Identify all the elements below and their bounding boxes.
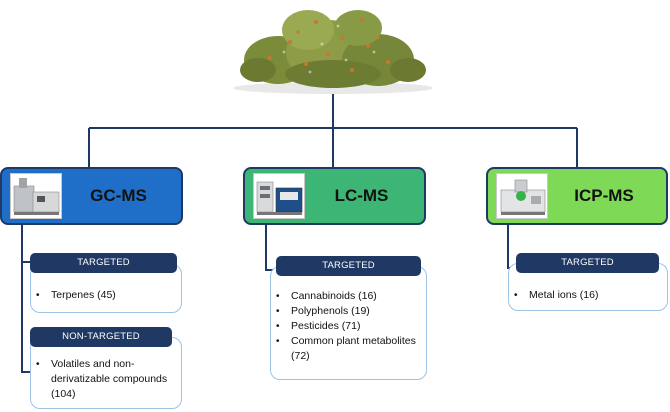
connector-gc-nontargeted bbox=[21, 262, 30, 373]
list-item: Volatiles and non-derivatizable compound… bbox=[31, 357, 173, 402]
lc-ms-title: LC-MS bbox=[334, 186, 389, 205]
icp-ms-header: ICP-MS bbox=[486, 167, 668, 225]
cannabis-buds-icon bbox=[218, 2, 448, 94]
gc-ms-instrument-icon bbox=[10, 173, 62, 219]
list-item: Cannabinoids (16) bbox=[271, 289, 420, 304]
list-item: Polyphenols (19) bbox=[271, 304, 420, 319]
connector-icp-targeted bbox=[507, 224, 516, 269]
connector-gc-targeted bbox=[21, 224, 30, 263]
gc-ms-nontargeted-card: Volatiles and non-derivatizable compound… bbox=[30, 337, 182, 409]
gc-ms-targeted-pill: TARGETED bbox=[30, 253, 177, 273]
list-item: Pesticides (71) bbox=[271, 319, 420, 334]
gc-ms-title: GC-MS bbox=[90, 186, 147, 205]
lc-ms-header: LC-MS bbox=[243, 167, 426, 225]
icp-ms-instrument-icon bbox=[496, 173, 548, 219]
list-item: Terpenes (45) bbox=[31, 288, 181, 303]
icp-ms-targeted-pill: TARGETED bbox=[516, 253, 659, 273]
list-item: Metal ions (16) bbox=[509, 288, 667, 303]
list-item: Common plant metabolites (72) bbox=[271, 334, 420, 364]
lc-ms-targeted-pill: TARGETED bbox=[276, 256, 421, 276]
connector-lc-targeted bbox=[265, 224, 276, 271]
lc-ms-targeted-card: Cannabinoids (16) Polyphenols (19) Pesti… bbox=[270, 266, 427, 380]
gc-ms-header: GC-MS bbox=[0, 167, 183, 225]
lc-ms-instrument-icon bbox=[253, 173, 305, 219]
icp-ms-title: ICP-MS bbox=[574, 186, 634, 205]
gc-ms-nontargeted-pill: NON-TARGETED bbox=[30, 327, 172, 347]
